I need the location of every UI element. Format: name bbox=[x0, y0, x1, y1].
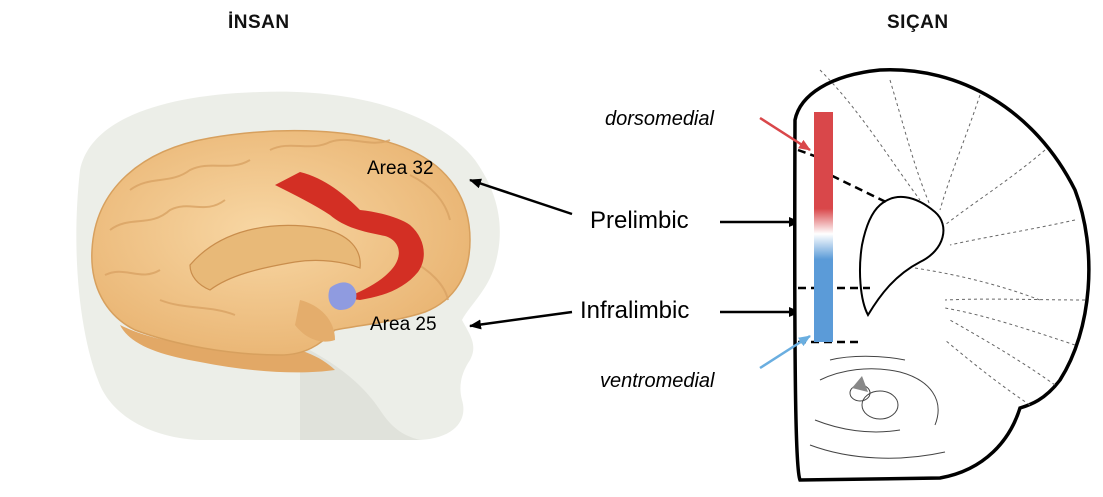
header-human: İNSAN bbox=[228, 12, 290, 34]
label-ventromedial: ventromedial bbox=[600, 370, 715, 393]
arrow-infralimbic-to-area25 bbox=[470, 312, 572, 326]
label-prelimbic: Prelimbic bbox=[590, 207, 689, 235]
label-area-32: Area 32 bbox=[367, 158, 434, 180]
header-rat: SIÇAN bbox=[887, 12, 949, 34]
dorsoventral-bar bbox=[814, 112, 833, 342]
label-infralimbic: Infralimbic bbox=[580, 297, 689, 325]
label-dorsomedial: dorsomedial bbox=[605, 108, 714, 131]
rat-brain-section bbox=[795, 70, 1089, 480]
label-area-25: Area 25 bbox=[370, 314, 437, 336]
human-head bbox=[76, 92, 499, 440]
rat-outline bbox=[795, 70, 1089, 480]
